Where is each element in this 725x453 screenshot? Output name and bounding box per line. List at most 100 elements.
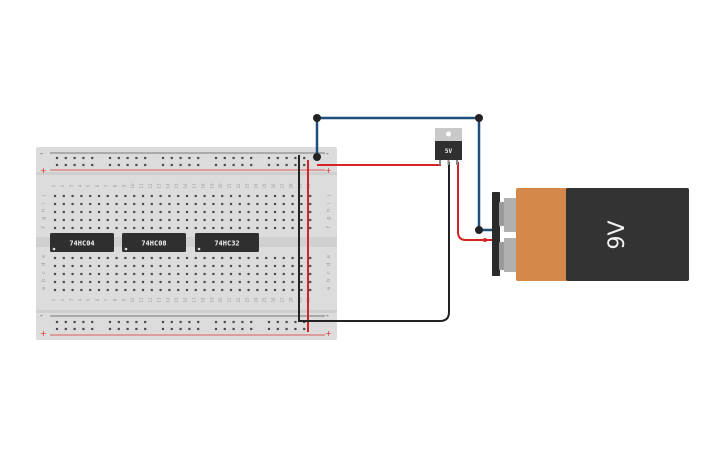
breadboard-hole[interactable] bbox=[80, 226, 83, 230]
breadboard-hole[interactable] bbox=[212, 194, 215, 198]
breadboard-hole[interactable] bbox=[221, 272, 224, 276]
breadboard-hole[interactable] bbox=[91, 163, 94, 167]
breadboard-hole[interactable] bbox=[221, 218, 224, 222]
chip-74hc32[interactable]: 74HC32 bbox=[195, 233, 259, 252]
battery-9v[interactable]: 9V bbox=[492, 188, 689, 281]
breadboard-hole[interactable] bbox=[89, 280, 92, 284]
breadboard-hole[interactable] bbox=[73, 327, 76, 331]
breadboard-hole[interactable] bbox=[159, 202, 162, 206]
breadboard-hole[interactable] bbox=[117, 163, 120, 167]
chip-74hc08[interactable]: 74HC08 bbox=[122, 233, 186, 252]
breadboard-hole[interactable] bbox=[238, 280, 241, 284]
breadboard-hole[interactable] bbox=[185, 218, 189, 222]
breadboard-hole[interactable] bbox=[159, 218, 162, 222]
breadboard-hole[interactable] bbox=[229, 256, 233, 260]
breadboard-hole[interactable] bbox=[238, 256, 241, 260]
breadboard-hole[interactable] bbox=[115, 202, 118, 206]
breadboard-hole[interactable] bbox=[285, 163, 288, 167]
breadboard-hole[interactable] bbox=[106, 194, 109, 198]
breadboard-hole[interactable] bbox=[177, 218, 180, 222]
breadboard-hole[interactable] bbox=[291, 280, 294, 284]
breadboard-hole[interactable] bbox=[300, 210, 303, 214]
breadboard-hole[interactable] bbox=[309, 280, 312, 284]
breadboard-hole[interactable] bbox=[168, 280, 171, 284]
breadboard-hole[interactable] bbox=[141, 256, 145, 260]
breadboard-hole[interactable] bbox=[229, 210, 233, 214]
breadboard-hole[interactable] bbox=[267, 320, 271, 324]
breadboard-hole[interactable] bbox=[250, 163, 253, 167]
breadboard-hole[interactable] bbox=[177, 202, 180, 206]
breadboard-hole[interactable] bbox=[91, 320, 94, 324]
breadboard-hole[interactable] bbox=[221, 256, 224, 260]
breadboard-hole[interactable] bbox=[135, 320, 138, 324]
breadboard-hole[interactable] bbox=[117, 327, 120, 331]
breadboard-hole[interactable] bbox=[141, 272, 145, 276]
breadboard-hole[interactable] bbox=[294, 320, 297, 324]
breadboard-hole[interactable] bbox=[62, 194, 65, 198]
breadboard-hole[interactable] bbox=[106, 272, 109, 276]
breadboard-hole[interactable] bbox=[177, 194, 180, 198]
breadboard-hole[interactable] bbox=[238, 272, 241, 276]
breadboard-hole[interactable] bbox=[170, 156, 173, 160]
breadboard-hole[interactable] bbox=[115, 218, 118, 222]
breadboard-hole[interactable] bbox=[108, 163, 112, 167]
breadboard-hole[interactable] bbox=[212, 280, 215, 284]
breadboard-hole[interactable] bbox=[62, 272, 65, 276]
breadboard-hole[interactable] bbox=[282, 218, 285, 222]
breadboard-hole[interactable] bbox=[62, 256, 65, 260]
breadboard-hole[interactable] bbox=[115, 210, 118, 214]
breadboard-hole[interactable] bbox=[241, 327, 244, 331]
breadboard-hole[interactable] bbox=[247, 264, 250, 268]
breadboard-hole[interactable] bbox=[229, 202, 233, 206]
breadboard-hole[interactable] bbox=[203, 288, 206, 292]
breadboard-hole[interactable] bbox=[89, 226, 92, 230]
breadboard-hole[interactable] bbox=[221, 202, 224, 206]
breadboard-hole[interactable] bbox=[247, 202, 250, 206]
breadboard-hole[interactable] bbox=[294, 163, 297, 167]
breadboard-hole[interactable] bbox=[62, 226, 65, 230]
breadboard-hole[interactable] bbox=[238, 218, 241, 222]
breadboard-hole[interactable] bbox=[106, 288, 109, 292]
breadboard-hole[interactable] bbox=[159, 210, 162, 214]
breadboard-hole[interactable] bbox=[161, 320, 165, 324]
breadboard-hole[interactable] bbox=[133, 264, 136, 268]
breadboard-hole[interactable] bbox=[232, 320, 235, 324]
breadboard-hole[interactable] bbox=[223, 327, 226, 331]
breadboard-hole[interactable] bbox=[133, 202, 136, 206]
breadboard-hole[interactable] bbox=[133, 194, 136, 198]
breadboard-hole[interactable] bbox=[106, 256, 109, 260]
breadboard-hole[interactable] bbox=[97, 218, 101, 222]
breadboard-hole[interactable] bbox=[62, 218, 65, 222]
breadboard-hole[interactable] bbox=[229, 264, 233, 268]
breadboard-hole[interactable] bbox=[126, 327, 129, 331]
breadboard-hole[interactable] bbox=[285, 320, 288, 324]
breadboard-hole[interactable] bbox=[71, 264, 74, 268]
breadboard-hole[interactable] bbox=[141, 210, 145, 214]
breadboard-hole[interactable] bbox=[53, 280, 57, 284]
breadboard-hole[interactable] bbox=[229, 288, 233, 292]
breadboard-hole[interactable] bbox=[212, 218, 215, 222]
breadboard-hole[interactable] bbox=[97, 264, 101, 268]
breadboard-hole[interactable] bbox=[197, 163, 200, 167]
breadboard-hole[interactable] bbox=[265, 280, 268, 284]
breadboard-hole[interactable] bbox=[203, 218, 206, 222]
breadboard-hole[interactable] bbox=[141, 264, 145, 268]
breadboard-hole[interactable] bbox=[144, 320, 147, 324]
breadboard-hole[interactable] bbox=[238, 202, 241, 206]
breadboard-hole[interactable] bbox=[89, 288, 92, 292]
breadboard-hole[interactable] bbox=[276, 320, 279, 324]
breadboard-hole[interactable] bbox=[273, 256, 277, 260]
breadboard-hole[interactable] bbox=[179, 156, 182, 160]
breadboard-hole[interactable] bbox=[53, 210, 57, 214]
breadboard-hole[interactable] bbox=[221, 280, 224, 284]
breadboard-hole[interactable] bbox=[124, 210, 127, 214]
breadboard-hole[interactable] bbox=[141, 288, 145, 292]
breadboard-hole[interactable] bbox=[177, 210, 180, 214]
breadboard-hole[interactable] bbox=[203, 202, 206, 206]
breadboard-hole[interactable] bbox=[168, 272, 171, 276]
breadboard-hole[interactable] bbox=[203, 210, 206, 214]
breadboard-hole[interactable] bbox=[124, 272, 127, 276]
breadboard-hole[interactable] bbox=[177, 264, 180, 268]
breadboard-hole[interactable] bbox=[194, 202, 197, 206]
breadboard-hole[interactable] bbox=[135, 327, 138, 331]
